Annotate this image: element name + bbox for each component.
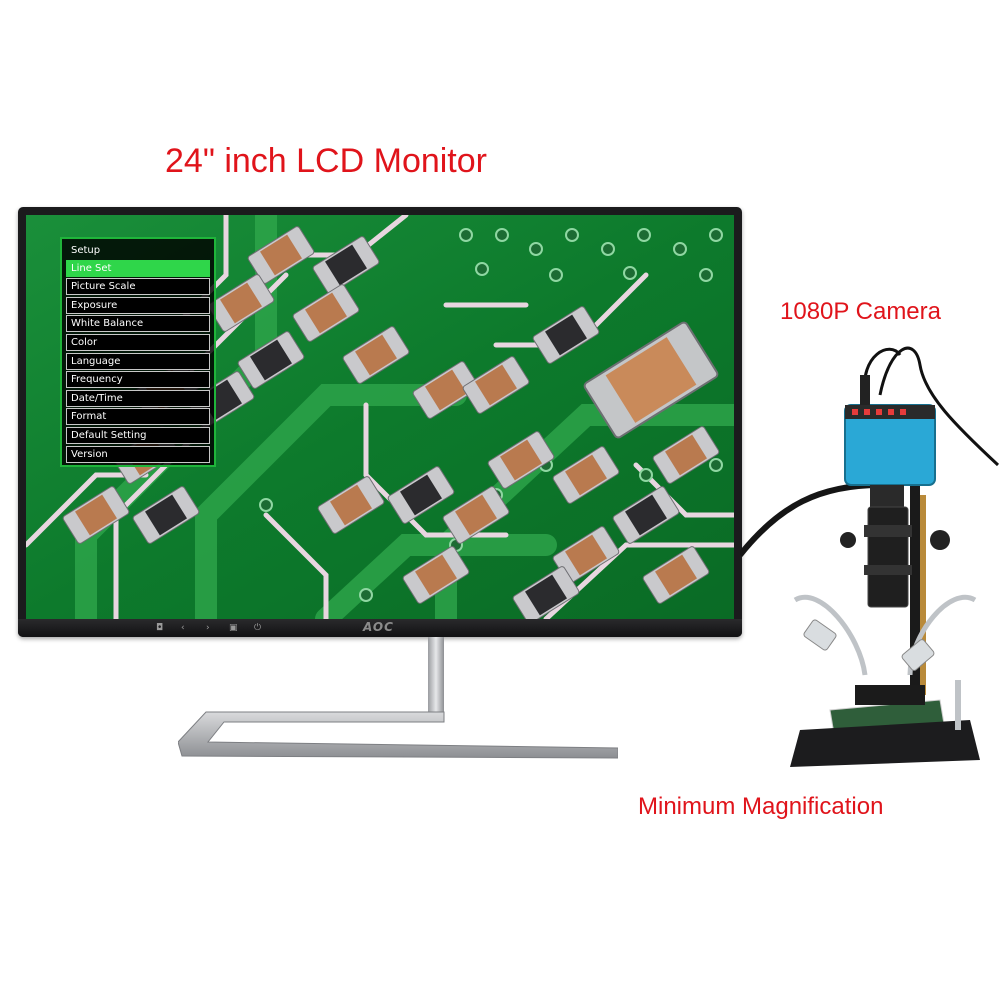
osd-menu-item[interactable]: Line Set bbox=[66, 259, 210, 277]
menu-button-icon[interactable]: ◘ bbox=[156, 623, 164, 633]
smd-component bbox=[387, 466, 455, 524]
smd-component bbox=[532, 306, 600, 364]
brand-logo: AOC bbox=[363, 620, 394, 634]
smd-component bbox=[312, 236, 380, 294]
smd-component bbox=[317, 476, 385, 534]
monitor-stand-neck bbox=[428, 637, 444, 715]
magnification-caption: Minimum Magnification bbox=[638, 793, 884, 820]
osd-menu-item[interactable]: Language bbox=[66, 352, 210, 370]
smd-component bbox=[412, 361, 480, 419]
osd-menu-item[interactable]: Picture Scale bbox=[66, 278, 210, 296]
osd-menu-item[interactable]: Date/Time bbox=[66, 389, 210, 407]
smd-component bbox=[132, 486, 200, 544]
smd-component bbox=[487, 431, 555, 489]
power-button-icon[interactable]: ⏻ bbox=[254, 623, 262, 633]
smd-component bbox=[237, 331, 305, 389]
right-button-icon[interactable]: › bbox=[206, 623, 210, 633]
smd-component bbox=[612, 486, 680, 544]
smd-component bbox=[552, 446, 620, 504]
camera-rig bbox=[740, 346, 1000, 767]
monitor-bottom-bezel: ◘ ‹ › ▣ ⏻ AOC bbox=[18, 619, 742, 637]
osd-menu-item[interactable]: Default Setting bbox=[66, 426, 210, 444]
camera-caption: 1080P Camera bbox=[780, 298, 941, 325]
smd-component bbox=[512, 566, 580, 619]
source-button-icon[interactable]: ▣ bbox=[229, 623, 238, 633]
smd-component bbox=[402, 546, 470, 604]
left-button-icon[interactable]: ‹ bbox=[181, 623, 185, 633]
smd-component bbox=[292, 284, 360, 342]
osd-menu-item[interactable]: Exposure bbox=[66, 296, 210, 314]
smd-component bbox=[462, 356, 530, 414]
osd-menu-item[interactable]: Frequency bbox=[66, 371, 210, 389]
smd-component bbox=[62, 486, 130, 544]
smd-component bbox=[342, 326, 410, 384]
monitor-stand-base bbox=[178, 711, 618, 759]
smd-component bbox=[247, 226, 315, 284]
smd-component bbox=[642, 546, 710, 604]
pcb-microscope-view bbox=[26, 215, 734, 619]
osd-menu-item[interactable]: Format bbox=[66, 408, 210, 426]
smd-component bbox=[652, 426, 720, 484]
osd-menu-item[interactable]: White Balance bbox=[66, 315, 210, 333]
osd-menu-title: Setup bbox=[71, 245, 101, 256]
smd-component bbox=[442, 486, 510, 544]
monitor-caption: 24" inch LCD Monitor bbox=[165, 142, 487, 180]
osd-menu-item[interactable]: Color bbox=[66, 333, 210, 351]
osd-menu-item[interactable]: Version bbox=[66, 445, 210, 463]
